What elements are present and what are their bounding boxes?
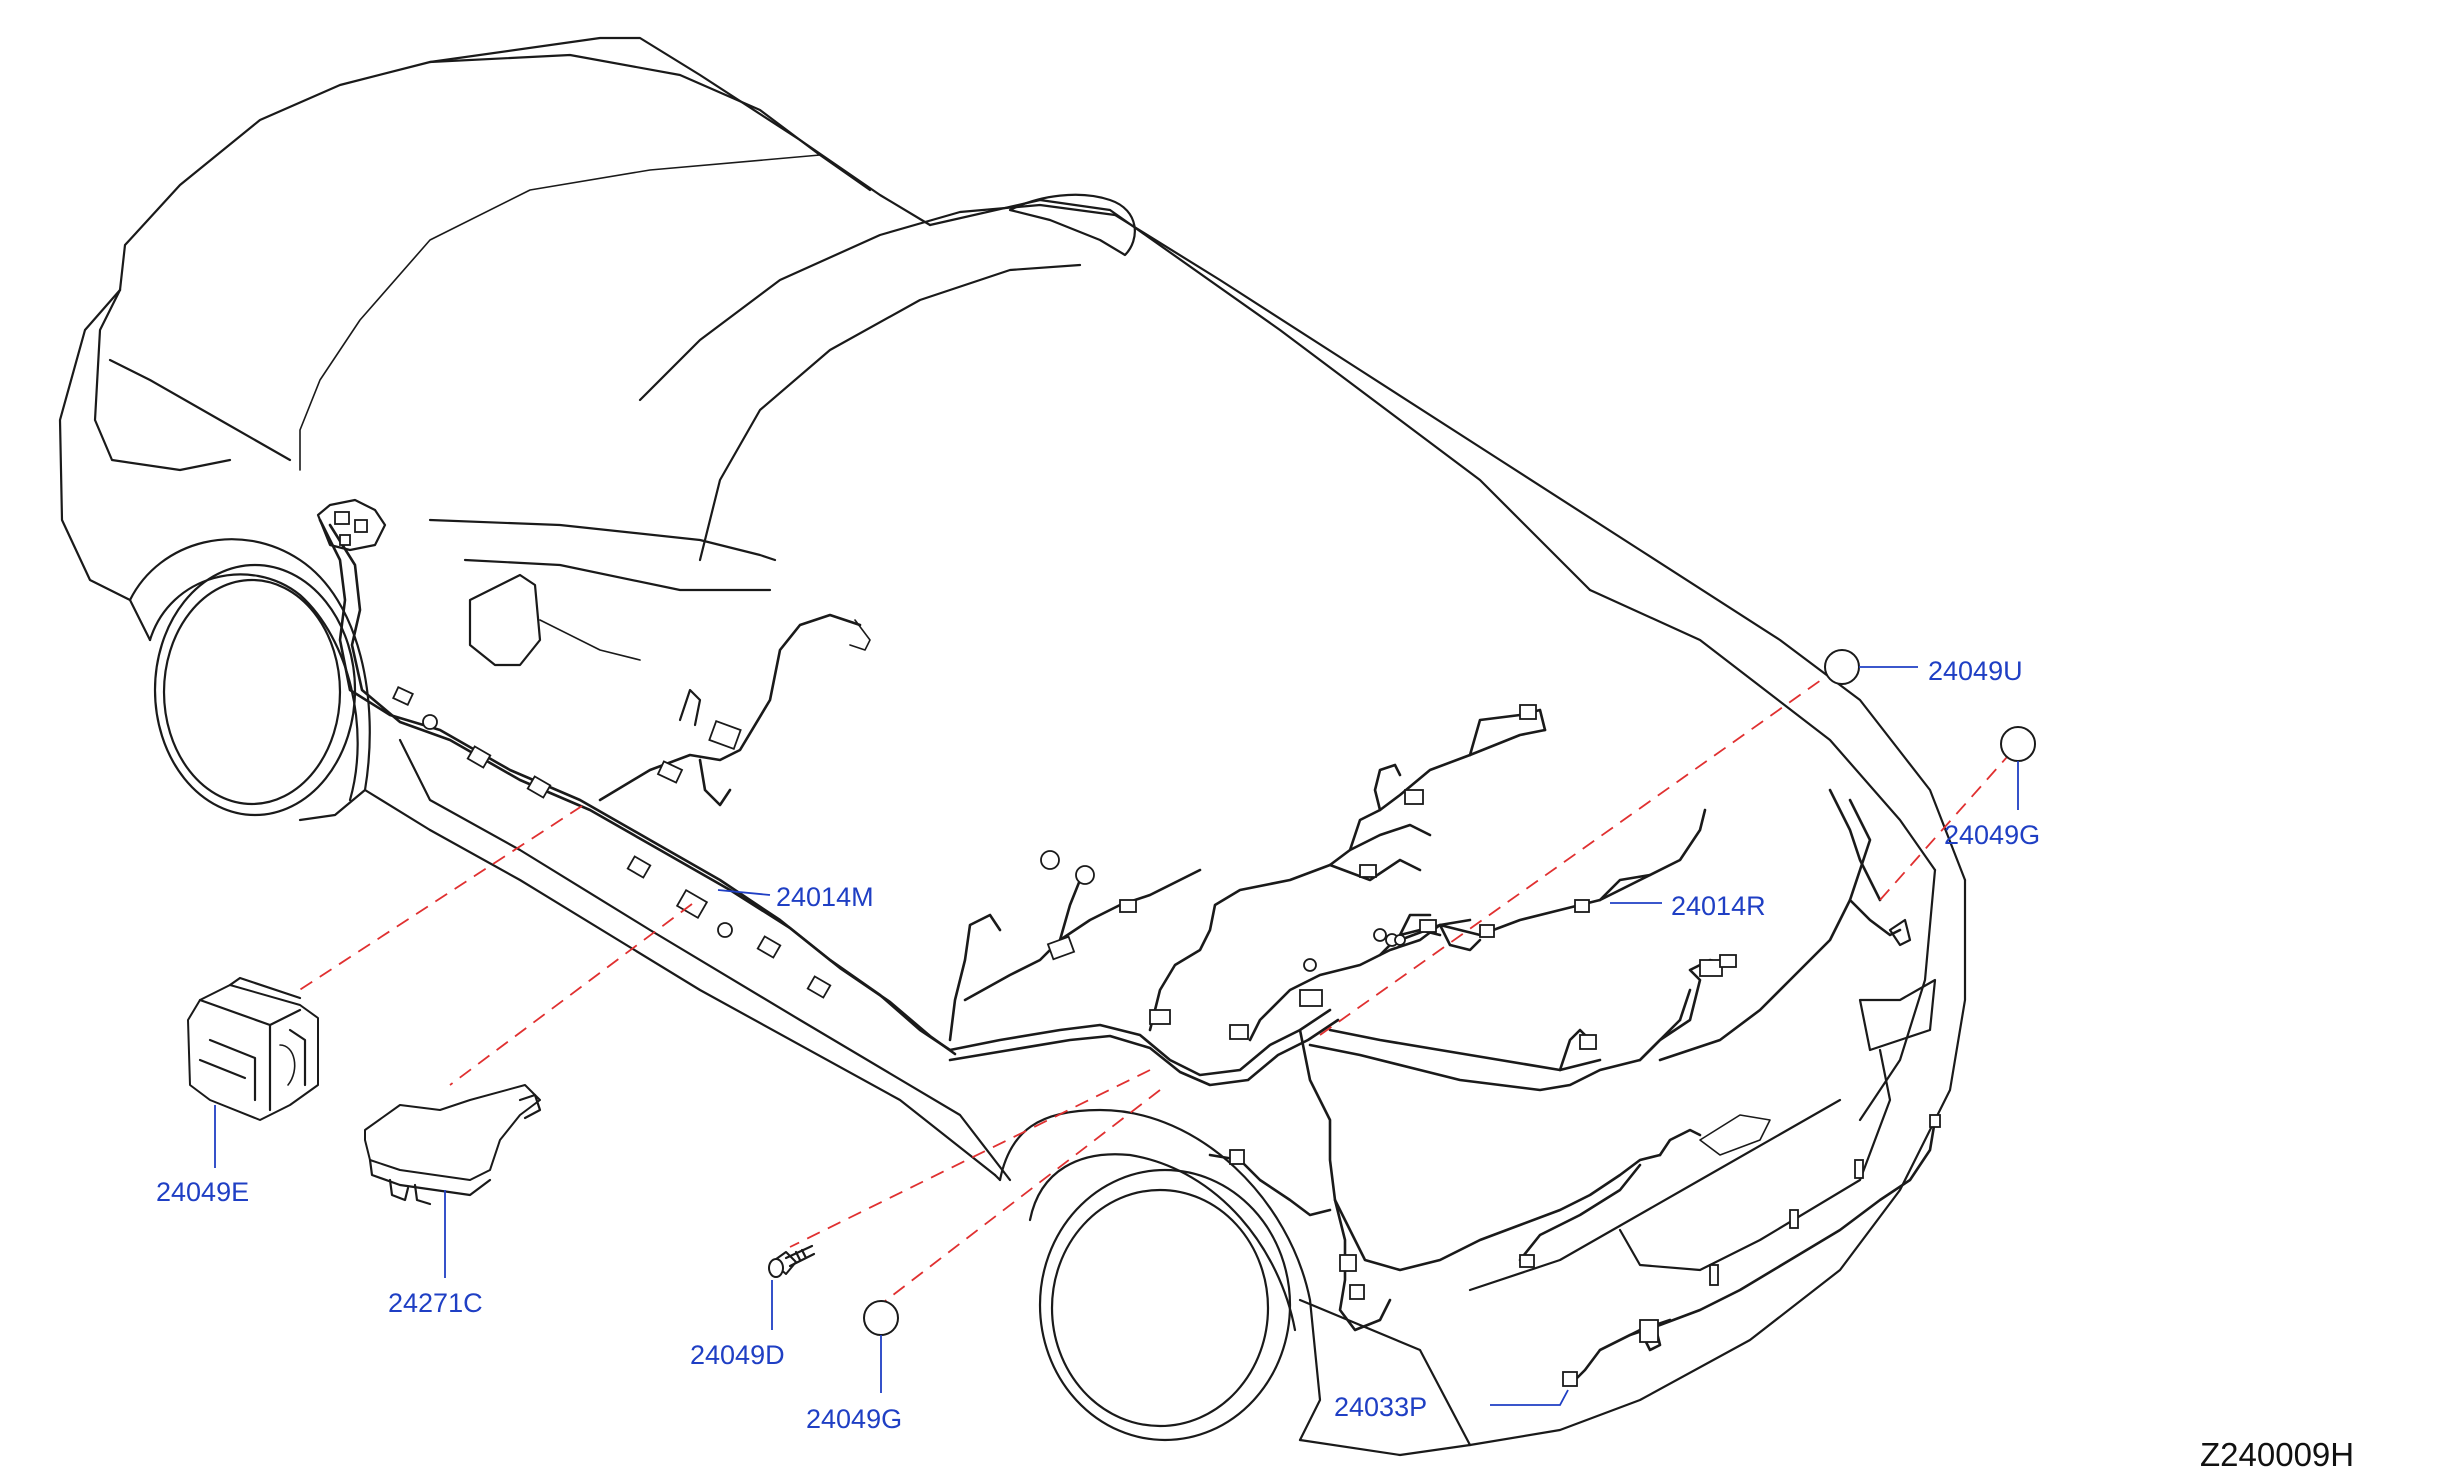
diagram-code: Z240009H	[2200, 1436, 2354, 1473]
car-body-outline	[58, 36, 1967, 1457]
harness-24014M	[316, 498, 957, 1056]
harness-24014R	[948, 704, 1912, 1332]
callout-24049G-bottom: 24049G	[806, 1404, 902, 1434]
screw-24049D-shape	[768, 1244, 816, 1278]
callout-24014M: 24014M	[776, 882, 874, 912]
leader-lines	[214, 666, 2019, 1406]
grommet-24049G-top-shape	[2000, 726, 2036, 762]
grommet-24049U-shape	[1824, 649, 1860, 685]
protector-24049E-shape	[187, 976, 319, 1121]
grommet-24049G-bottom-shape	[863, 1300, 899, 1336]
callout-24014R: 24014R	[1671, 891, 1766, 921]
reference-lines	[294, 667, 2016, 1306]
cover-24271C-shape	[364, 1084, 542, 1206]
harness-24033P	[1562, 1114, 1941, 1387]
callout-24033P: 24033P	[1334, 1392, 1427, 1422]
callout-24049D: 24049D	[690, 1340, 785, 1370]
callout-24049E: 24049E	[156, 1177, 249, 1207]
callout-24271C: 24271C	[388, 1288, 483, 1318]
callout-24049U: 24049U	[1928, 656, 2023, 686]
callout-24049G-top: 24049G	[1944, 820, 2040, 850]
